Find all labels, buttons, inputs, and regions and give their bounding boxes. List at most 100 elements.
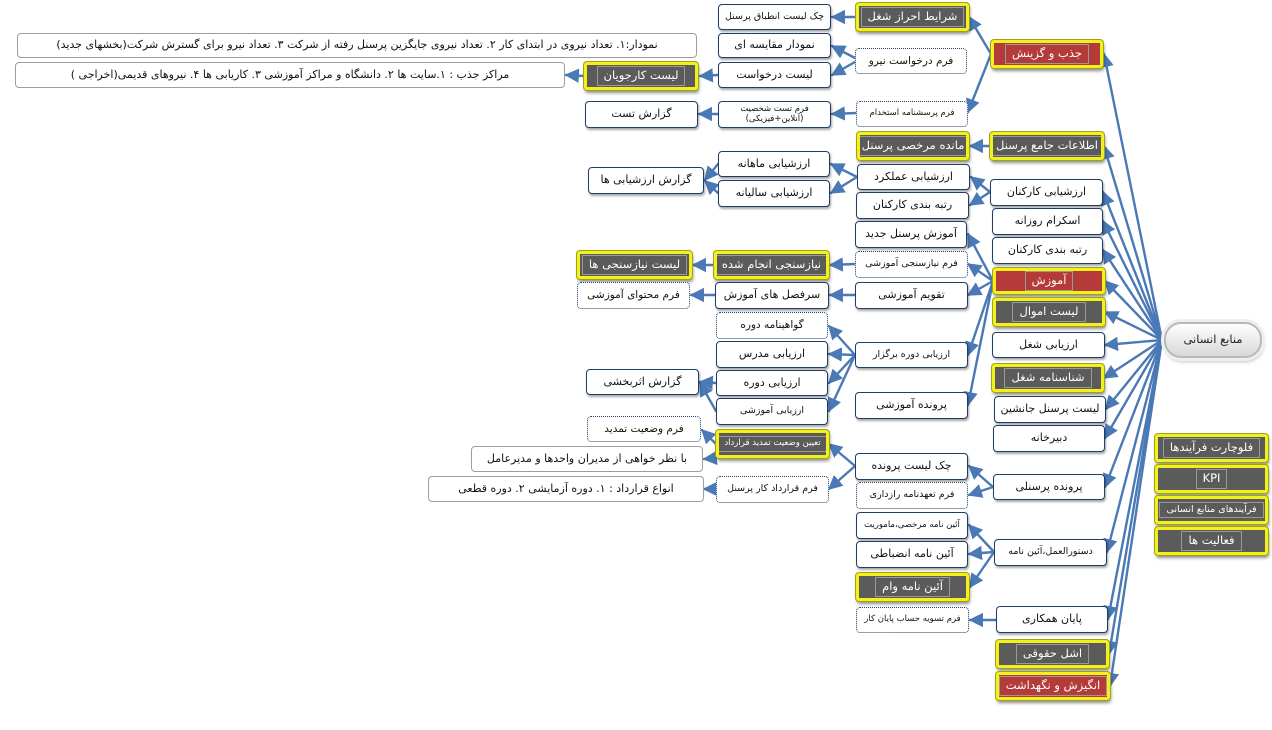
node-personnel-info[interactable]: اطلاعات جامع پرسنل — [990, 132, 1104, 160]
node-contract-renewal-decision[interactable]: تعیین وضعیت تمدید قرارداد — [716, 430, 829, 458]
sidebar-button-hr-processes[interactable]: فرآیندهای منابع انسانی — [1155, 496, 1268, 524]
sidebar-button-kpi[interactable]: KPI — [1155, 465, 1268, 493]
node-instructor-evaluation[interactable]: ارزیابی مدرس — [716, 341, 828, 368]
node-loan-regulation[interactable]: آئین نامه وام — [856, 573, 969, 601]
node-managers-opinion-note: با نظر خواهی از مدیران واحدها و مدیرعامل — [471, 446, 703, 472]
node-disciplinary-regulation[interactable]: آئین نامه انضباطی — [856, 541, 968, 568]
connector-arrow — [700, 428, 718, 446]
connector-arrow — [967, 484, 995, 498]
node-training-topics[interactable]: سرفصل های آموزش — [715, 282, 829, 309]
node-completed-needs-assessment[interactable]: نیازسنجی انجام شده — [714, 251, 829, 279]
sidebar-button-process-flowcharts[interactable]: فلوچارت فرآیندها — [1155, 434, 1268, 462]
connector-arrow — [703, 162, 720, 182]
node-file-checklist[interactable]: چک لیست پرونده — [855, 453, 968, 480]
node-personnel-match-checklist[interactable]: چک لیست انطباق پرسنل — [718, 4, 831, 30]
node-personnel-file[interactable]: پرونده پرسنلی — [993, 474, 1105, 500]
node-course-certificate[interactable]: گواهینامه دوره — [716, 312, 828, 339]
node-recruitment[interactable]: جذب و گزینش — [991, 40, 1103, 68]
node-regulations[interactable]: دستورالعمل،آئین نامه — [994, 539, 1107, 566]
node-comparison-chart-note: نمودار:۱. تعداد نیروی در ابتدای کار ۲. ت… — [17, 33, 697, 58]
connector-arrow — [564, 68, 586, 83]
node-course-evaluation[interactable]: ارزیابی دوره — [716, 370, 828, 396]
node-educational-evaluation[interactable]: ارزیابی آموزشی — [716, 398, 828, 425]
connector-arrow — [1103, 279, 1164, 342]
node-secretariat[interactable]: دبیرخانه — [993, 425, 1105, 452]
node-employee-ranking[interactable]: رتبه بندی کارکنان — [992, 237, 1103, 264]
connector-arrow — [827, 347, 857, 362]
connector-arrow — [698, 375, 718, 390]
node-training-calendar[interactable]: تقویم آموزشی — [855, 282, 968, 309]
node-effectiveness-report[interactable]: گزارش اثربخشی — [586, 369, 699, 395]
node-job-identity[interactable]: شناسنامه شغل — [992, 364, 1104, 392]
connector-arrow — [1101, 248, 1164, 342]
connector-arrow — [830, 106, 858, 121]
node-daily-scrum[interactable]: اسکرام روزانه — [992, 208, 1103, 235]
connector-arrow — [968, 190, 992, 207]
node-job-seekers-list[interactable]: لیست کارجویان — [584, 62, 698, 90]
connector-arrow — [967, 464, 995, 489]
node-termination-settlement-form[interactable]: فرم تسویه حساب پایان کار — [856, 607, 969, 633]
connector-arrow — [1100, 144, 1164, 342]
node-leave-mission-regulation[interactable]: آئین نامه مرخصی،ماموریت — [856, 512, 968, 539]
node-employment-contract-form[interactable]: فرم قرارداد کار پرسنل — [716, 476, 829, 503]
node-training-file[interactable]: پرونده آموزشی — [855, 392, 968, 419]
connector-arrow — [1103, 310, 1164, 342]
node-job-requirements[interactable]: شرایط احراز شغل — [856, 3, 969, 31]
node-evaluation-reports[interactable]: گزارش ارزشیابی ها — [588, 167, 704, 194]
node-staff-request-form[interactable]: فرم درخواست نیرو — [855, 48, 967, 74]
node-salary-scale[interactable]: اشل حقوقی — [996, 640, 1109, 668]
node-annual-evaluation[interactable]: ارزشیابی سالیانه — [718, 180, 830, 207]
connector-arrow — [703, 179, 720, 196]
connector-arrow — [1102, 338, 1164, 380]
sidebar-button-activities[interactable]: فعالیت ها — [1155, 527, 1268, 555]
node-training[interactable]: آموزش — [993, 268, 1105, 294]
node-job-evaluation[interactable]: ارزیابی شغل — [992, 332, 1105, 358]
node-end-of-cooperation[interactable]: پایان همکاری — [996, 606, 1108, 633]
connector-arrow — [968, 550, 996, 589]
node-performance-evaluation[interactable]: ارزشیابی عملکرد — [857, 164, 970, 190]
node-personality-test-form[interactable]: فرم تست شخصیت(آنلاین+فیزیکی) — [718, 101, 831, 128]
node-comparison-chart[interactable]: نمودار مقایسه ای — [718, 33, 831, 58]
node-employment-questionnaire[interactable]: فرم پرسشنامه استخدام — [856, 101, 968, 127]
connector-arrow — [1103, 336, 1164, 352]
connector-arrow — [829, 175, 859, 195]
connector-arrow — [1103, 338, 1164, 554]
node-monthly-evaluation[interactable]: ارزشیابی ماهانه — [718, 151, 830, 177]
connector-arrow — [966, 262, 995, 283]
root-node-human-resources[interactable]: منابع انسانی — [1164, 322, 1262, 358]
node-needs-assessment-list[interactable]: لیست نیازسنجی ها — [577, 251, 692, 279]
node-employee-evaluation[interactable]: ارزشیابی کارکنان — [990, 179, 1103, 206]
connector-arrow — [1101, 190, 1164, 342]
connector-arrow — [966, 279, 995, 297]
node-confidentiality-form[interactable]: فرم تعهدنامه رازداری — [856, 482, 968, 509]
node-renewal-status-form[interactable]: فرم وضعیت تمدید — [587, 416, 701, 442]
connector-arrow — [1099, 52, 1164, 342]
connector-arrow — [698, 381, 718, 413]
node-contract-types-note: انواع قرارداد : ۱. دوره آزمایشی ۲. دوره … — [428, 476, 704, 502]
connector-arrow — [965, 279, 995, 357]
node-training-needs-form[interactable]: فرم نیازسنجی آموزشی — [855, 251, 968, 278]
connector-arrow — [1104, 338, 1164, 688]
node-motivation-retention[interactable]: انگیزش و نگهداشت — [996, 672, 1110, 700]
connector-arrow — [967, 15, 993, 56]
connector-arrow — [702, 450, 718, 466]
node-training-content-form[interactable]: فرم محتوای آموزشی — [577, 282, 690, 309]
node-request-list[interactable]: لیست درخواست — [718, 62, 831, 88]
connector-arrow — [1104, 338, 1164, 411]
connector-arrow — [827, 353, 857, 413]
connector-arrow — [827, 324, 857, 357]
connector-arrow — [698, 68, 720, 83]
connector-arrow — [830, 60, 857, 77]
node-asset-list[interactable]: لیست اموال — [993, 298, 1105, 326]
node-new-staff-training[interactable]: آموزش پرسنل جدید — [855, 221, 967, 248]
connector-arrow — [827, 442, 857, 468]
connector-arrow — [967, 523, 996, 554]
node-employee-ranking-2[interactable]: رتبه بندی کارکنان — [856, 192, 969, 219]
node-successor-list[interactable]: لیست پرسنل جانشین — [994, 396, 1106, 423]
connector-arrow — [963, 279, 995, 407]
connector-arrow — [1103, 338, 1164, 440]
node-leave-balance[interactable]: مانده مرخصی پرسنل — [857, 132, 969, 160]
node-held-course-evaluation[interactable]: ارزیابی دوره برگزار — [855, 342, 968, 368]
node-test-report[interactable]: گزارش تست — [585, 101, 698, 128]
